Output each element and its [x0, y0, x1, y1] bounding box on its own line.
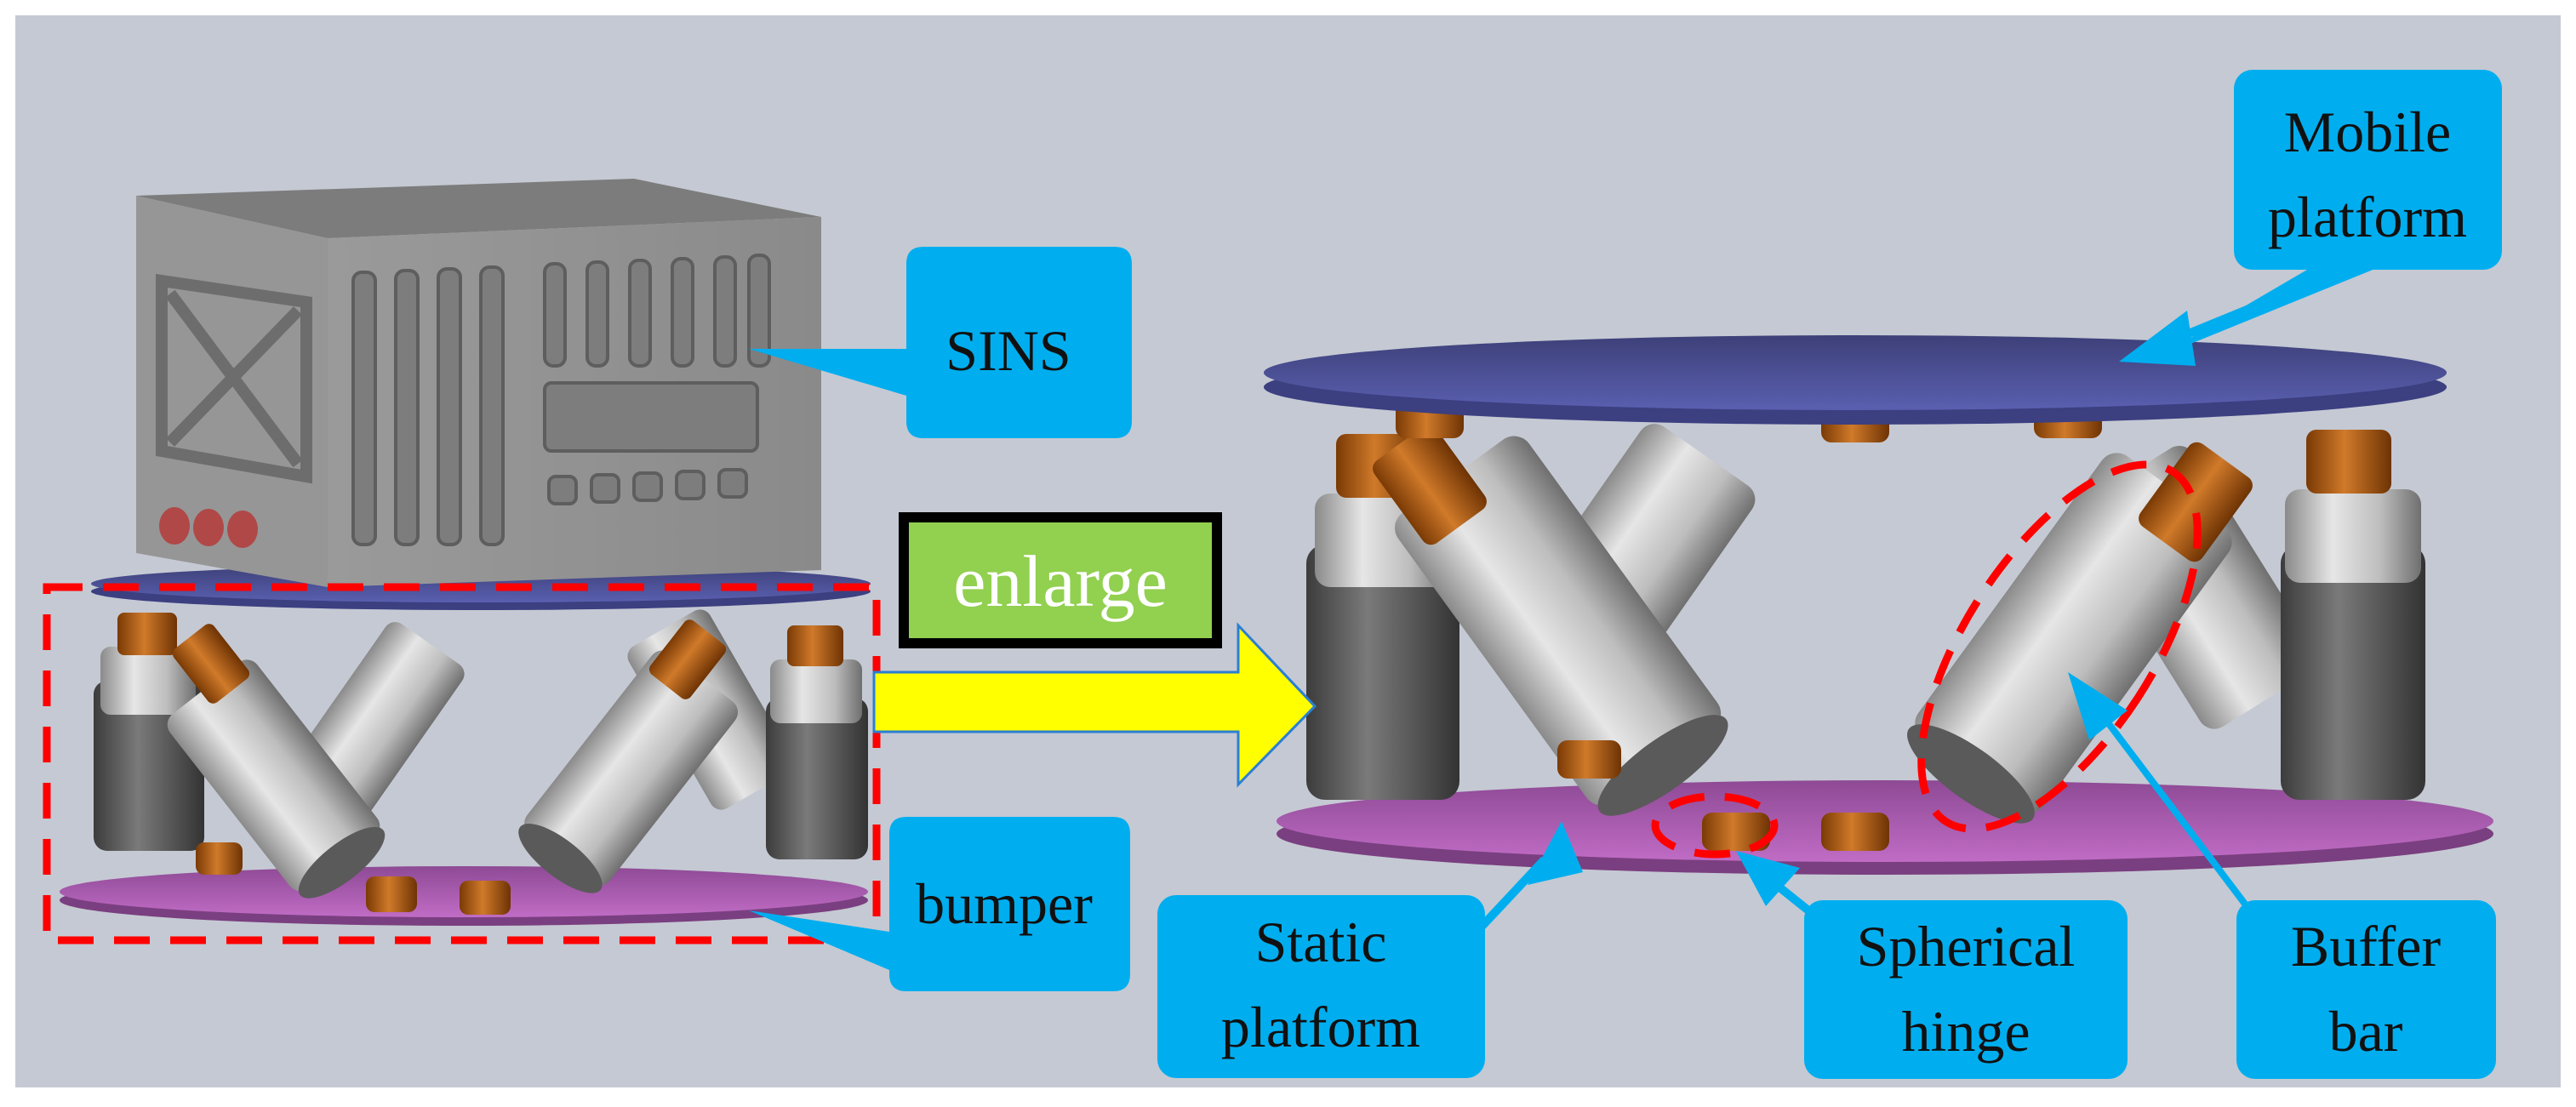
buffer-bar-pointer — [2099, 712, 2250, 909]
mobile-platform-label-line1: Mobile — [2284, 100, 2451, 164]
buffer-bar-label-line2: bar — [2329, 999, 2403, 1064]
static-platform-label-line2: platform — [1221, 995, 1420, 1059]
stewart-platform-icon — [1264, 335, 2493, 875]
spherical-hinge-pointer-head — [1736, 851, 1800, 906]
mobile-platform-pointer-head — [2119, 311, 2196, 366]
enlarge-label-box: enlarge — [899, 512, 1222, 648]
spherical-hinge-callout: Spherical hinge — [1804, 900, 2128, 1079]
static-platform-pointer-head — [1528, 821, 1583, 885]
bumper-highlight-box — [43, 583, 881, 944]
buffer-bar-callout: Buffer bar — [2236, 900, 2496, 1079]
mobile-platform-callout: Mobile platform — [2157, 70, 2502, 357]
spherical-hinge-highlight — [1651, 792, 1779, 859]
bumper-callout: bumper — [749, 817, 1130, 991]
buffer-bar-label-line1: Buffer — [2291, 914, 2442, 979]
bumper-label: bumper — [916, 871, 1093, 936]
mobile-platform-right — [1264, 335, 2447, 425]
mobile-platform-pointer — [2160, 264, 2350, 349]
buffer-bar-highlight — [1917, 460, 2202, 833]
enlarge-label: enlarge — [953, 540, 1168, 622]
static-platform-pointer — [1477, 856, 1548, 931]
left-assembly — [60, 179, 871, 926]
sins-label: SINS — [945, 318, 1071, 383]
static-platform-callout: Static platform — [1157, 895, 1485, 1078]
sins-callout: SINS — [749, 247, 1132, 438]
left-damper-legs — [94, 609, 868, 915]
buffer-bar-pointer-head — [2068, 672, 2128, 740]
enlarge-arrow — [872, 622, 1317, 788]
mobile-platform-label-line2: platform — [2268, 185, 2467, 249]
highlight-marks — [43, 460, 2202, 944]
static-platform-label-line1: Static — [1255, 910, 1387, 974]
spherical-hinge-label-line2: hinge — [1901, 999, 2030, 1064]
sins-box-icon — [136, 179, 821, 587]
spherical-hinge-label-line1: Spherical — [1857, 914, 2076, 979]
